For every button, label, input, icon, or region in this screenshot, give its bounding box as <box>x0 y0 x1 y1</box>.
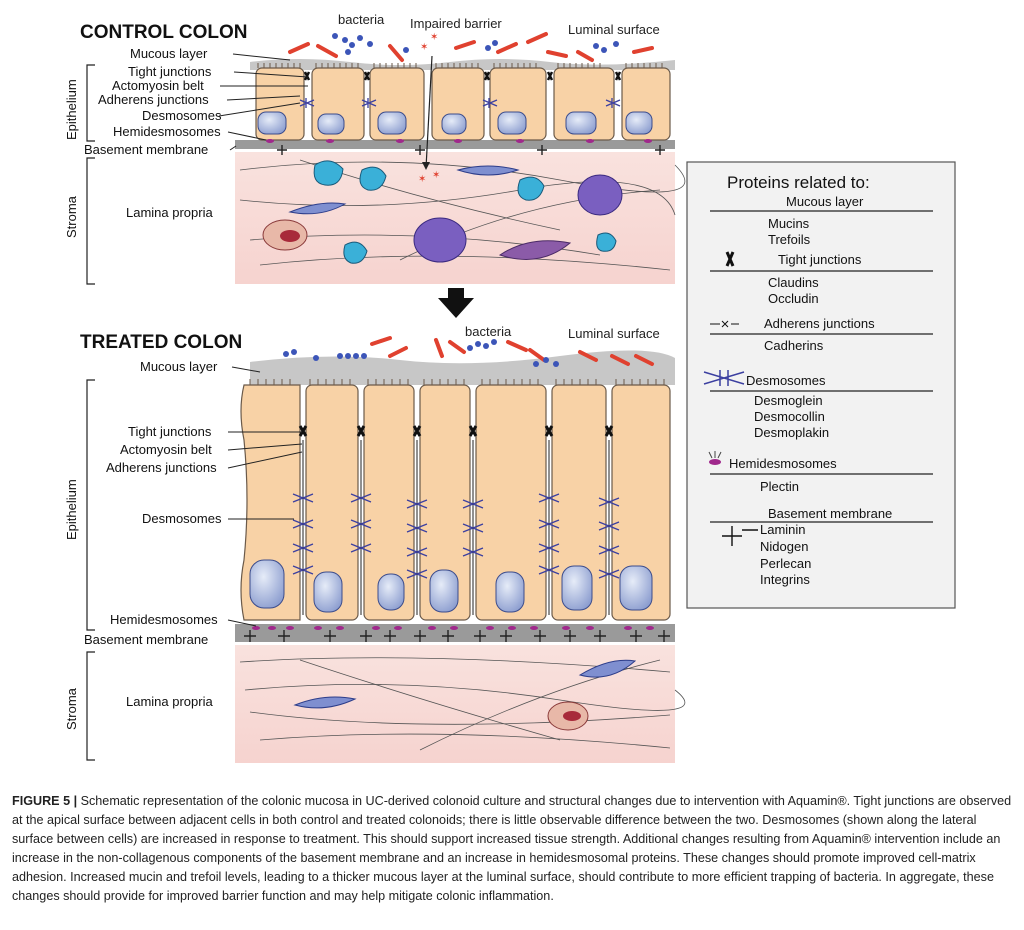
figure-caption-text: Schematic representation of the colonic … <box>12 794 1012 903</box>
treated-collagen-fibers <box>239 657 686 751</box>
control-stroma-side-label: Stroma <box>64 195 79 238</box>
control-leader-lines <box>218 53 309 151</box>
treated-mucous-layer <box>250 350 675 385</box>
figure-caption-label: FIGURE 5 | <box>12 794 78 808</box>
control-stromal-cells <box>262 160 623 264</box>
transition-arrow <box>438 288 474 318</box>
control-basement-membrane <box>235 140 675 149</box>
treated-hemidesmosomes <box>252 626 654 630</box>
protein-legend: Proteins related to: Mucous layer Mucins… <box>686 161 956 609</box>
control-label-hemidesmosomes: Hemidesmosomes <box>113 124 221 139</box>
impaired-barrier-arrow <box>425 55 433 169</box>
legend-mucous-heading: Mucous layer <box>786 194 864 209</box>
treated-label-hemidesmosomes: Hemidesmosomes <box>110 612 218 627</box>
legend-adherens-heading: Adherens junctions <box>764 316 875 331</box>
treated-label-mucous: Mucous layer <box>140 359 218 374</box>
svg-text:✶: ✶ <box>418 174 426 185</box>
treated-colon-panel: TREATED COLON bacteria Luminal surface <box>64 324 686 763</box>
legend-tight-item-0: Claudins <box>768 275 819 290</box>
treated-bacteria-label: bacteria <box>465 324 512 339</box>
legend-adherens-item-0: Cadherins <box>764 338 824 353</box>
legend-tight-heading: Tight junctions <box>778 252 862 267</box>
control-basement-proteins <box>277 145 665 155</box>
adherens-junction-icon <box>710 320 739 328</box>
treated-label-actomyosin: Actomyosin belt <box>120 442 212 457</box>
control-hemidesmosomes <box>266 139 652 143</box>
legend-desmosomes-item-2: Desmoplakin <box>754 425 829 440</box>
control-colon-panel: CONTROL COLON bacteria Impaired barrier … <box>64 12 686 285</box>
treated-leader-lines <box>227 366 303 627</box>
treated-label-lamina: Lamina propria <box>126 694 213 709</box>
treated-nuclei <box>249 559 653 613</box>
treated-tight-junctions <box>298 425 614 437</box>
basement-protein-icon <box>722 526 758 546</box>
svg-text:✶: ✶ <box>432 170 440 181</box>
treated-basement-proteins <box>244 630 670 642</box>
treated-side-brackets <box>86 379 95 761</box>
control-label-tight: Tight junctions <box>128 64 212 79</box>
hemidesmosome-icon <box>708 451 722 465</box>
legend-basement-heading: Basement membrane <box>768 506 892 521</box>
control-tight-junctions <box>303 71 622 81</box>
legend-mucous-item-0: Mucins <box>768 216 810 231</box>
legend-basement-item-1: Nidogen <box>760 539 808 554</box>
impaired-barrier-arrowhead <box>422 162 430 170</box>
control-bacteria: ✶✶✶✶ <box>288 32 654 185</box>
legend-desmosomes-heading: Desmosomes <box>746 373 826 388</box>
treated-title: TREATED COLON <box>80 332 242 353</box>
control-side-brackets <box>86 64 95 285</box>
control-bacteria-label: bacteria <box>338 12 385 27</box>
control-stroma <box>235 152 675 284</box>
treated-label-desmosomes: Desmosomes <box>142 511 222 526</box>
treated-desmosomes <box>292 493 620 579</box>
control-label-basement: Basement membrane <box>84 142 208 157</box>
control-luminal-surface-label: Luminal surface <box>568 22 660 37</box>
control-nuclei <box>257 111 653 135</box>
control-label-mucous: Mucous layer <box>130 46 208 61</box>
legend-hemi-heading: Hemidesmosomes <box>729 456 837 471</box>
legend-basement-item-0: Laminin <box>760 522 806 537</box>
svg-text:✶: ✶ <box>430 32 438 43</box>
treated-label-basement: Basement membrane <box>84 632 208 647</box>
treated-epithelium-side-label: Epithelium <box>64 479 79 540</box>
impaired-barrier-label: Impaired barrier <box>410 16 502 31</box>
control-microvilli <box>257 63 663 68</box>
control-label-desmosomes: Desmosomes <box>142 108 222 123</box>
svg-text:✶: ✶ <box>420 42 428 53</box>
control-label-adherens: Adherens junctions <box>98 92 209 107</box>
legend-hemi-item-0: Plectin <box>760 479 799 494</box>
treated-label-tight: Tight junctions <box>128 424 212 439</box>
figure-caption: FIGURE 5 | Schematic representation of t… <box>12 792 1012 906</box>
colon-schematic-figure: CONTROL COLON bacteria Impaired barrier … <box>64 12 956 763</box>
treated-bacteria <box>283 336 654 367</box>
control-label-actomyosin: Actomyosin belt <box>112 78 204 93</box>
control-mucous-layer <box>250 59 675 70</box>
legend-desmosomes-item-1: Desmocollin <box>754 409 825 424</box>
treated-microvilli <box>249 379 665 385</box>
treated-label-adherens: Adherens junctions <box>106 460 217 475</box>
legend-title: Proteins related to: <box>727 173 870 192</box>
desmosome-icon <box>703 370 745 386</box>
control-title: CONTROL COLON <box>80 22 247 43</box>
control-desmosomes <box>299 98 621 108</box>
treated-stroma-side-label: Stroma <box>64 687 79 730</box>
legend-desmosomes-item-0: Desmoglein <box>754 393 823 408</box>
control-epithelium-side-label: Epithelium <box>64 79 79 140</box>
legend-tight-item-1: Occludin <box>768 291 819 306</box>
treated-stromal-cells <box>293 659 637 731</box>
treated-layer-labels: Mucous layer Tight junctions Actomyosin … <box>84 359 222 709</box>
treated-luminal-surface-label: Luminal surface <box>568 326 660 341</box>
treated-epithelial-cells <box>240 384 671 621</box>
legend-mucous-item-1: Trefoils <box>768 232 811 247</box>
control-layer-labels: Mucous layer Tight junctions Actomyosin … <box>84 46 222 220</box>
control-label-lamina: Lamina propria <box>126 205 213 220</box>
tight-junction-icon <box>725 251 735 267</box>
legend-basement-item-3: Integrins <box>760 572 810 587</box>
legend-basement-item-2: Perlecan <box>760 556 811 571</box>
